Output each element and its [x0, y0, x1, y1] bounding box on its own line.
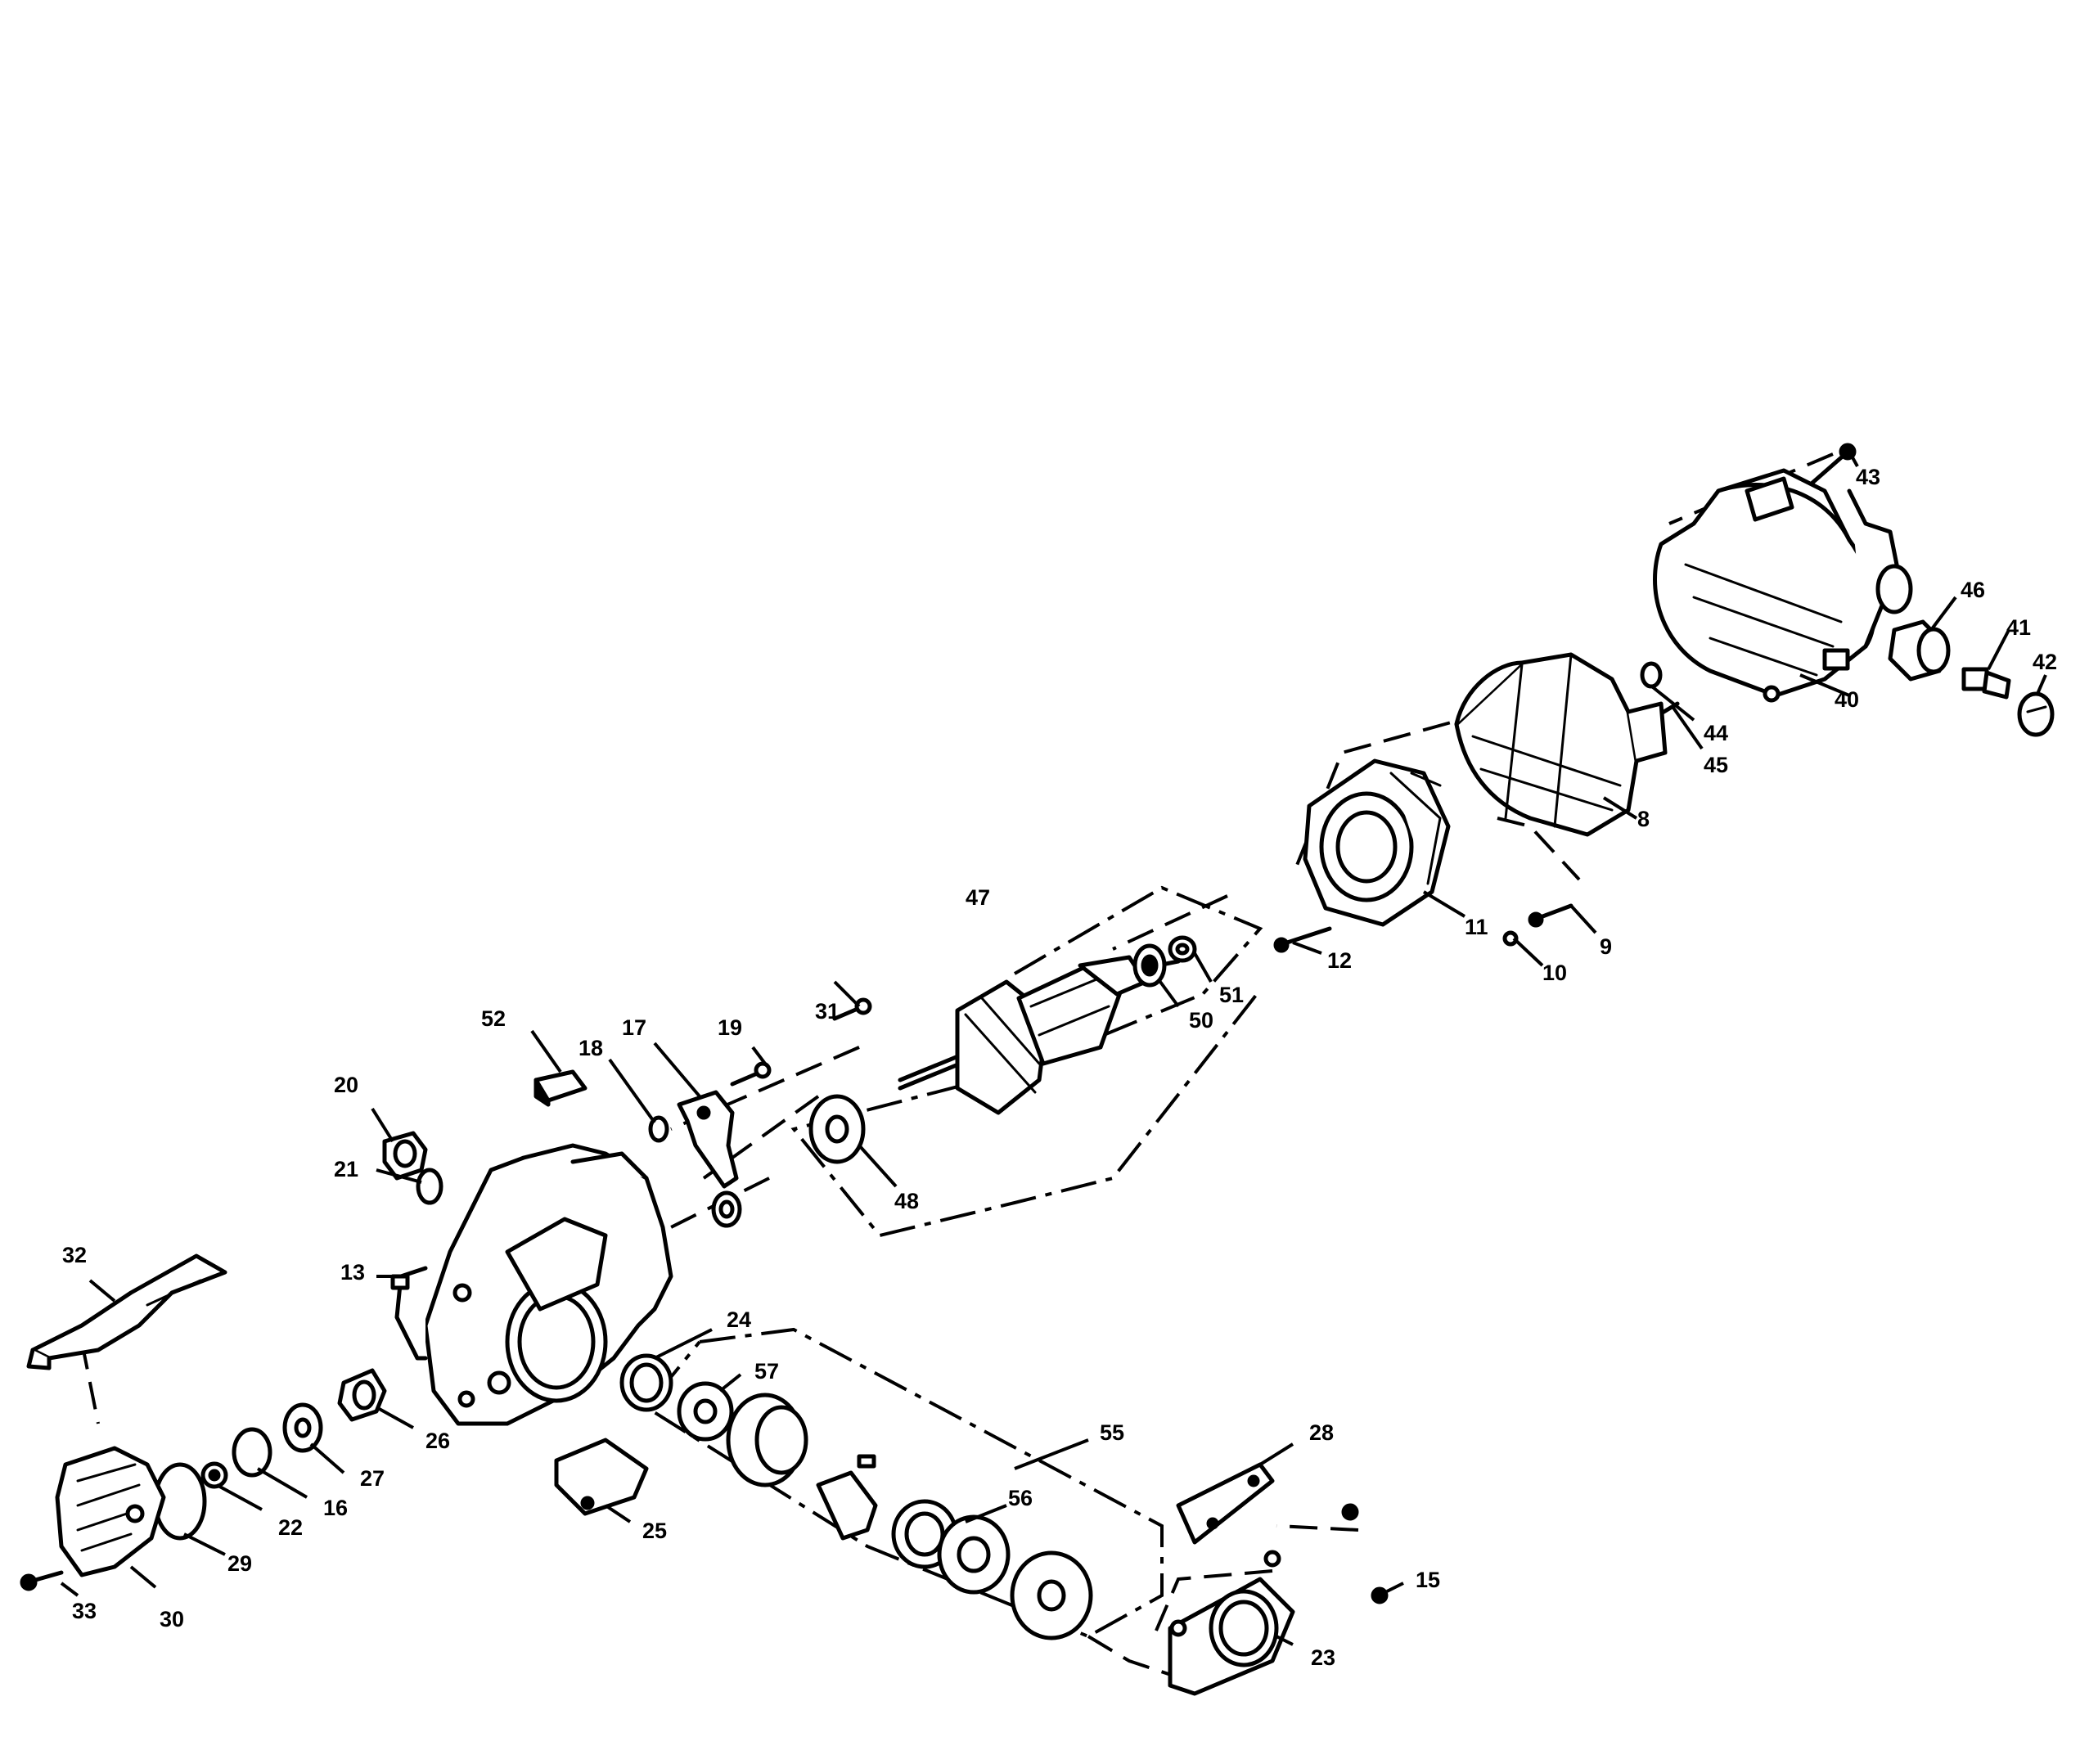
callout-11: 11	[1465, 915, 1488, 939]
plate-28	[1176, 1462, 1275, 1545]
callout-29: 29	[227, 1551, 252, 1576]
o-ring-21	[416, 1168, 443, 1205]
spring-24	[619, 1353, 673, 1412]
callout-labels: 43 46 41 42 40 44 45 8 9 10 11 12 47 51 …	[62, 465, 2057, 1670]
assembly-47-boundary	[790, 885, 1263, 1238]
callout-41: 41	[2006, 615, 2031, 640]
screw-15	[1371, 1586, 1389, 1604]
bearing-large	[1010, 1550, 1093, 1640]
callout-51: 51	[1219, 983, 1244, 1007]
plug-20	[382, 1131, 428, 1181]
callout-45: 45	[1704, 753, 1728, 777]
callout-8: 8	[1637, 807, 1650, 831]
washer-56b	[937, 1514, 1011, 1595]
field-case-8	[1454, 652, 1668, 837]
brush-cap-42	[2017, 691, 2055, 737]
spindle-lock-26	[337, 1368, 387, 1422]
screw-9	[1528, 903, 1574, 928]
gear	[726, 1393, 808, 1487]
washer-57	[677, 1381, 734, 1442]
callout-17: 17	[622, 1015, 646, 1040]
callout-23: 23	[1311, 1645, 1335, 1670]
callout-21: 21	[334, 1157, 358, 1181]
gear-case-13	[390, 1143, 673, 1426]
snap-ring-16	[232, 1427, 272, 1478]
callout-10: 10	[1542, 961, 1567, 985]
cover-30	[55, 1446, 166, 1577]
pin-10	[1502, 930, 1519, 947]
guard-32	[26, 1253, 227, 1370]
stator-11	[1303, 758, 1451, 927]
callout-46: 46	[1961, 578, 1985, 602]
screw-31	[832, 997, 872, 1021]
callout-9: 9	[1600, 934, 1612, 959]
washer-51	[1168, 935, 1197, 963]
screw-43	[1810, 443, 1857, 485]
motor-housing	[1653, 468, 1913, 703]
callout-44: 44	[1704, 721, 1728, 745]
screw-33	[20, 1570, 64, 1591]
nut-22	[200, 1461, 228, 1489]
callout-48: 48	[894, 1189, 919, 1213]
callout-31: 31	[815, 999, 840, 1024]
brush-block-52	[534, 1069, 588, 1107]
callout-22: 22	[278, 1515, 303, 1540]
screw-12	[1273, 926, 1332, 953]
callout-47: 47	[966, 885, 990, 910]
assembly-55-boundary	[644, 1327, 1164, 1639]
callout-57: 57	[754, 1359, 779, 1384]
leader-lines	[60, 451, 2047, 1646]
callout-28: 28	[1309, 1420, 1334, 1445]
callout-16: 16	[323, 1496, 348, 1520]
callout-19: 19	[718, 1015, 742, 1040]
callout-32: 32	[62, 1243, 87, 1267]
seal	[711, 1190, 742, 1228]
armature-47	[898, 955, 1181, 1115]
bearing-50	[1132, 943, 1167, 988]
screw-19	[730, 1061, 772, 1087]
washer-27	[282, 1402, 323, 1453]
callout-50: 50	[1189, 1008, 1213, 1033]
callout-30: 30	[160, 1607, 184, 1631]
callout-13: 13	[340, 1260, 365, 1285]
callout-56: 56	[1008, 1486, 1033, 1510]
callout-40: 40	[1835, 687, 1859, 712]
clip-18	[648, 1115, 669, 1143]
bushing-46	[1888, 619, 1951, 682]
callout-20: 20	[334, 1073, 358, 1097]
callout-55: 55	[1100, 1420, 1124, 1445]
callout-18: 18	[579, 1036, 603, 1060]
bracket-17	[677, 1090, 739, 1189]
bearing-48	[808, 1094, 866, 1164]
screw-28	[1341, 1503, 1359, 1521]
callout-43: 43	[1856, 465, 1880, 489]
washer-44	[1640, 661, 1663, 689]
retainer-23	[1168, 1550, 1295, 1696]
callout-25: 25	[642, 1519, 667, 1543]
callout-33: 33	[72, 1599, 97, 1623]
spindle	[816, 1454, 878, 1541]
callout-15: 15	[1416, 1568, 1440, 1592]
block-25	[554, 1438, 649, 1516]
callout-27: 27	[360, 1466, 385, 1491]
callout-24: 24	[727, 1307, 751, 1332]
callout-12: 12	[1327, 948, 1352, 973]
callout-42: 42	[2033, 650, 2057, 674]
callout-26: 26	[425, 1429, 450, 1453]
callout-52: 52	[481, 1006, 506, 1031]
brush-41	[1961, 667, 2011, 700]
